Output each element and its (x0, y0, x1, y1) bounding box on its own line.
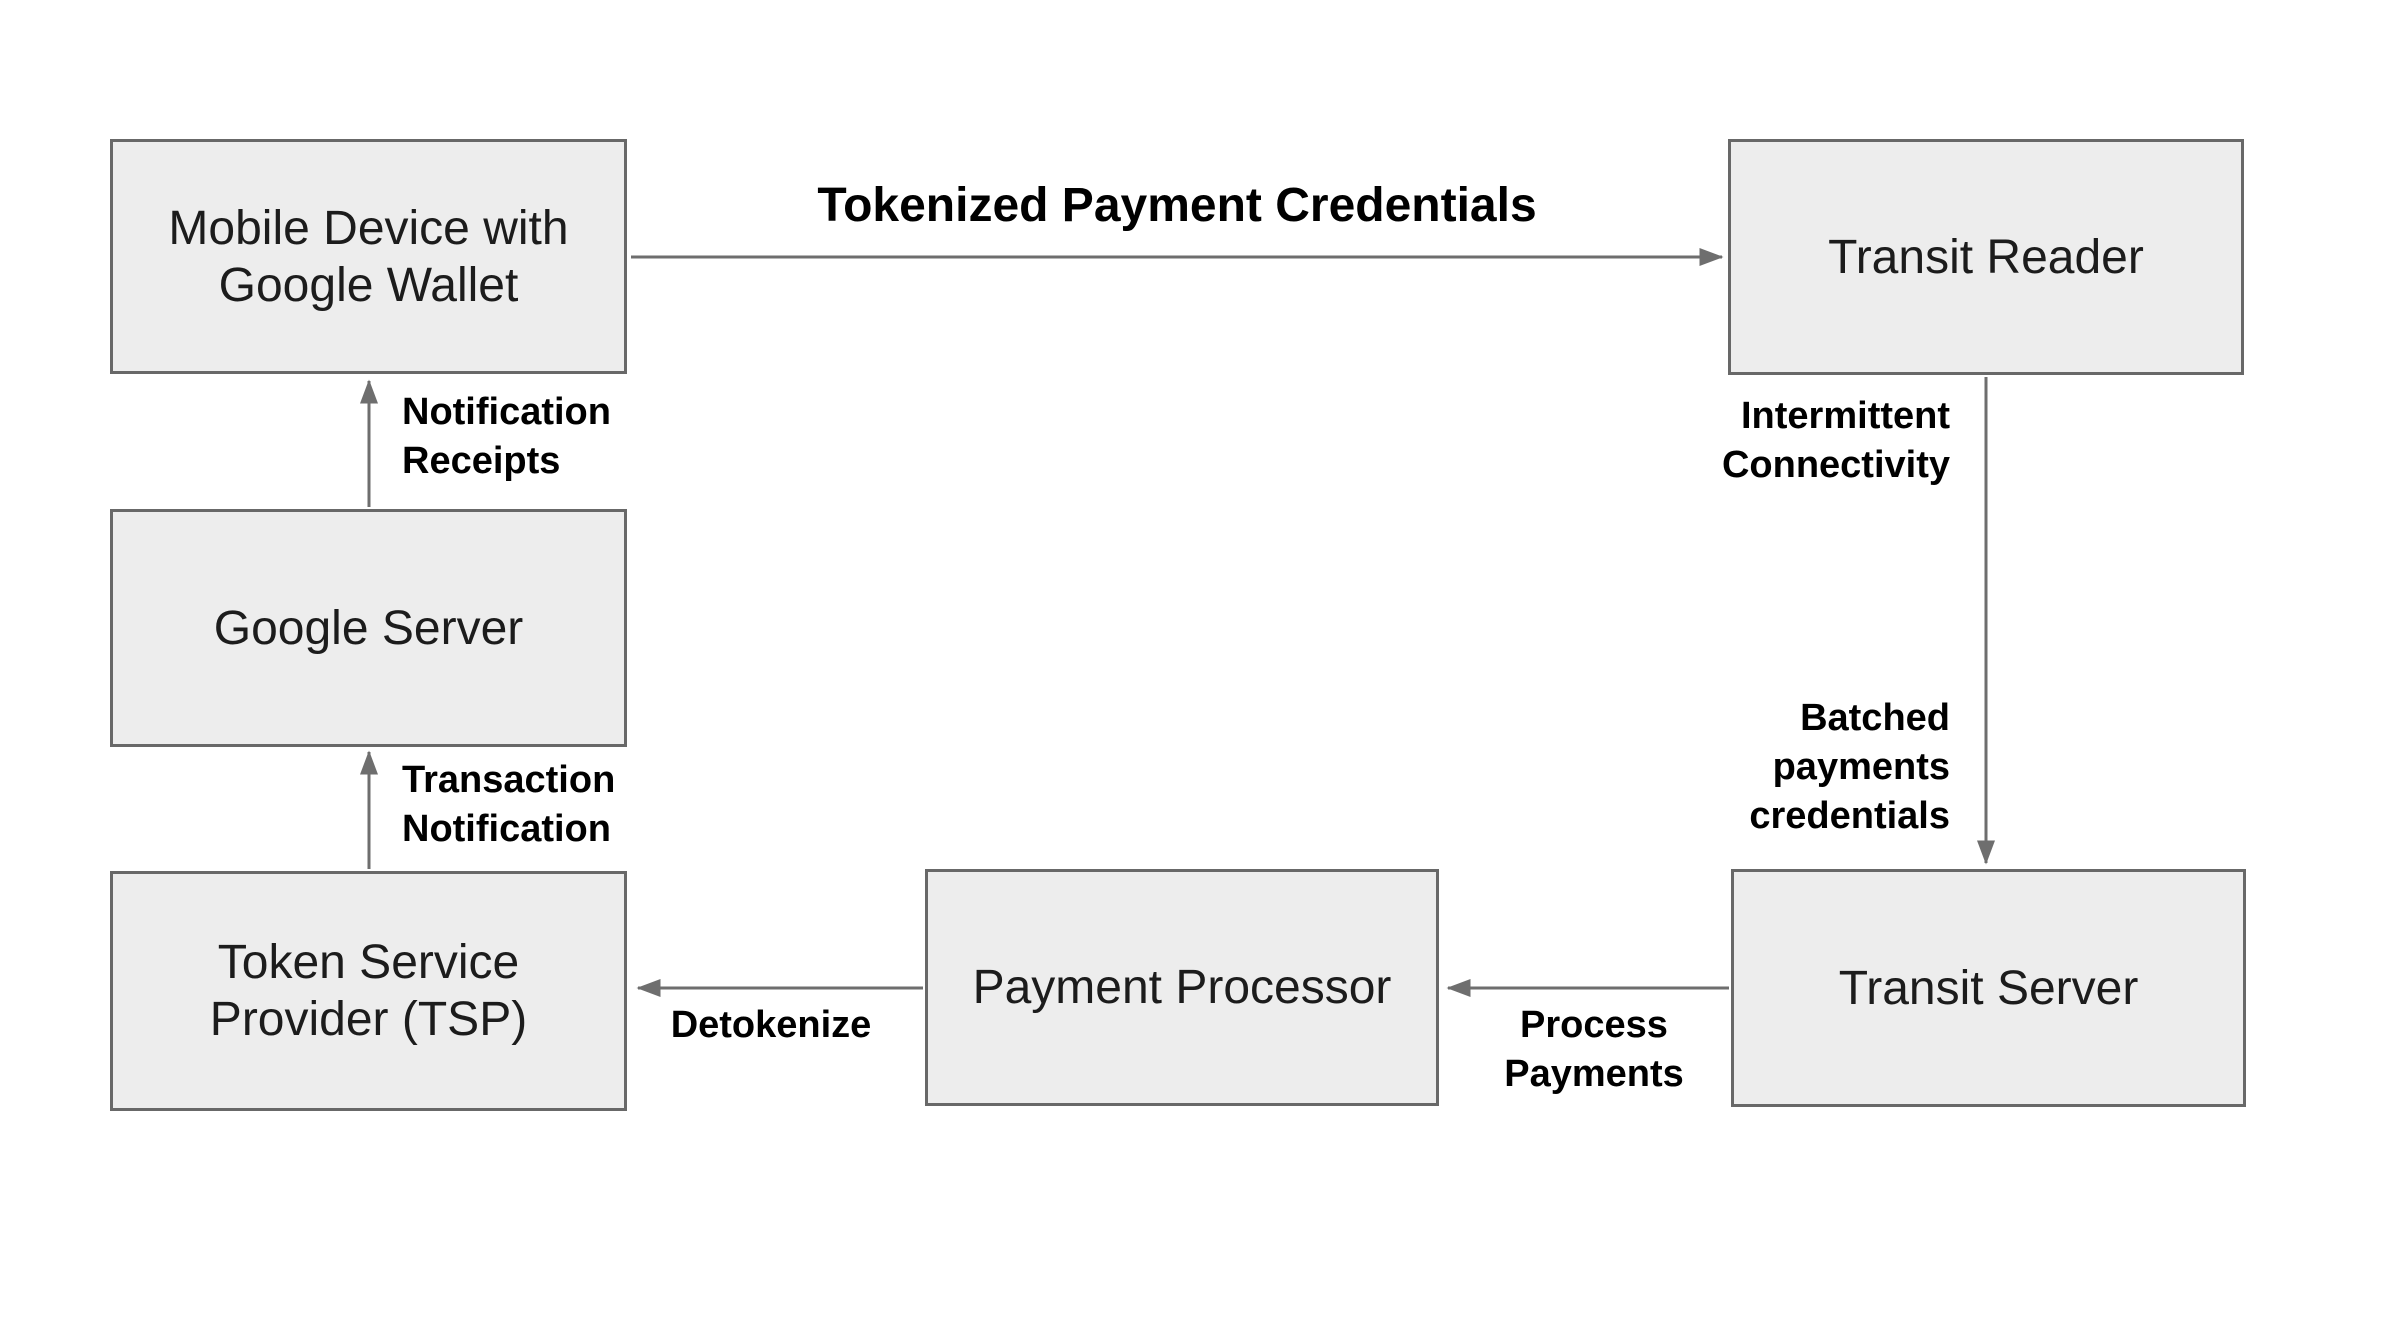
edge-label-process-payments: Process Payments (1504, 1004, 1684, 1095)
node-transit-server: Transit Server (1731, 869, 2246, 1107)
node-transit-reader: Transit Reader (1728, 139, 2244, 375)
node-google-server: Google Server (110, 509, 627, 747)
node-payment-processor: Payment Processor (925, 869, 1439, 1106)
edge-label-transaction-notification: Transaction Notification (402, 759, 616, 850)
edge-label-detokenize: Detokenize (670, 1004, 872, 1046)
edge-label-batched-payments-credentials: Batched payments credentials (1749, 697, 1950, 837)
edge-label-notification-receipts: Notification Receipts (402, 391, 611, 482)
node-token-service-provider: Token Service Provider (TSP) (110, 871, 627, 1111)
edge-label-intermittent-connectivity: Intermittent Connectivity (1721, 395, 1950, 486)
node-mobile-device-google-wallet: Mobile Device with Google Wallet (110, 139, 627, 374)
edge-label-tokenized-payment-credentials: Tokenized Payment Credentials (817, 179, 1537, 232)
